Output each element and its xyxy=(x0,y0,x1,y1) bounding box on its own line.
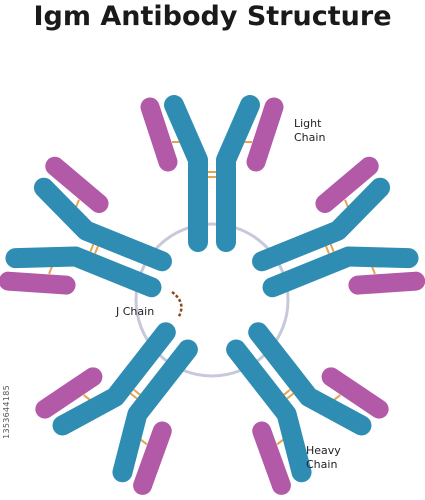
diagram-title: Igm Antibody Structure xyxy=(33,1,392,32)
j-chain xyxy=(171,290,183,319)
stock-id: 1353644185 xyxy=(2,385,11,439)
heavy-chain-label-line-1: Heavy xyxy=(306,444,341,457)
heavy-chain-label-line-2: Chain xyxy=(306,458,338,471)
antibody-monomer-bottom-left xyxy=(44,303,226,487)
light-chain-label: Light Chain xyxy=(294,117,325,145)
antibody-monomer-right xyxy=(244,165,417,331)
antibody-monomer-bottom-right xyxy=(198,303,380,487)
heavy-chain-label: Heavy Chain xyxy=(306,444,341,472)
j-chain-label: J Chain xyxy=(116,305,155,318)
central-ring xyxy=(134,222,290,378)
light-chain-label-line-2: Chain xyxy=(294,131,326,144)
light-chain-label-line-1: Light xyxy=(294,117,322,130)
antibody-monomer-top xyxy=(150,105,274,242)
